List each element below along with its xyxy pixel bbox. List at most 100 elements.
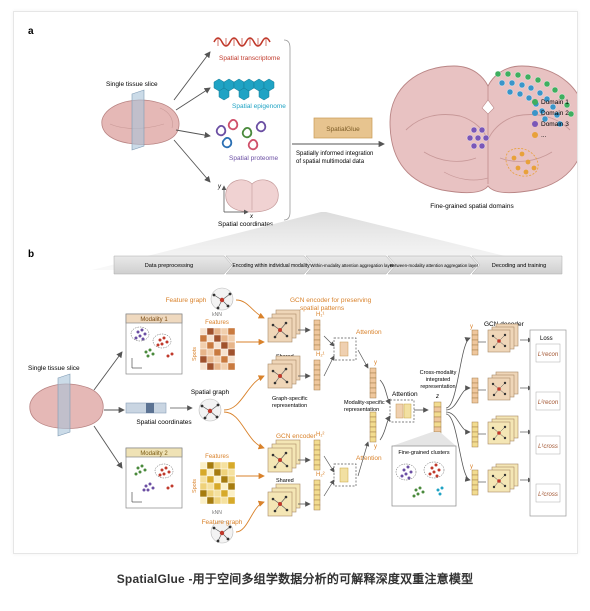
scatter-point	[162, 336, 166, 340]
attention-matrix-2	[339, 467, 349, 483]
scatter-point	[148, 482, 152, 486]
encoder-node	[285, 508, 289, 512]
gcn-encoder-1	[267, 309, 311, 343]
decoder-node	[503, 425, 507, 429]
decoder-vector-cell	[471, 397, 479, 404]
scatter-point	[144, 350, 148, 354]
gcn-encoder-4	[267, 483, 311, 517]
decoder-vector-cell	[471, 349, 479, 356]
feature-graph-top	[210, 287, 234, 311]
feature-graph-bottom	[210, 520, 234, 544]
scatter-point	[136, 466, 140, 470]
scatter-point	[416, 492, 420, 496]
domain-dot	[470, 142, 478, 150]
legend-item-domain-3: Domain 3	[532, 121, 569, 128]
h-vector-cell	[313, 359, 321, 366]
heat-cell	[206, 468, 215, 477]
epigenome-icon	[213, 78, 275, 101]
decoder-vector-cell	[471, 382, 479, 389]
encoder-node	[273, 509, 277, 513]
h-vector-cell	[313, 494, 321, 501]
heat-cell	[199, 475, 208, 484]
domain-legend: Domain 1 Domain 2 Domain 3 ...	[532, 99, 569, 139]
heat-cell	[220, 341, 229, 350]
scatter-point	[402, 468, 406, 472]
domain-dot	[538, 107, 546, 115]
heat-cell	[227, 327, 236, 336]
scatter-point	[146, 488, 150, 492]
scatter-point	[406, 465, 410, 469]
heat-cell	[199, 362, 208, 371]
scatter-point	[436, 488, 440, 492]
legend-label-domain-1: Domain 1	[541, 99, 569, 106]
decoder-node	[492, 437, 496, 441]
decoder-node	[492, 345, 496, 349]
stage-2	[305, 255, 395, 275]
decoder-node	[503, 473, 507, 477]
encoder-node	[284, 451, 288, 455]
encoder-node	[271, 453, 275, 457]
decoder-center	[497, 479, 501, 483]
decoder-node	[491, 474, 495, 478]
heat-cell	[199, 461, 208, 470]
legend-label-domain-2: Domain 2	[541, 110, 569, 117]
domain-dot	[527, 84, 535, 92]
scatter-point	[438, 492, 442, 496]
attention-box-3	[389, 399, 415, 423]
scatter-point	[141, 337, 145, 341]
heat-cell	[227, 362, 236, 371]
loss-box	[535, 391, 561, 411]
scatter-point	[404, 472, 408, 476]
spatial-graph-icon	[198, 398, 222, 422]
figure-caption: SpatialGlue -用于空间多组学数据分析的可解释深度双重注意模型	[116, 572, 474, 586]
heat-cell	[199, 327, 208, 336]
encoder-node	[273, 465, 277, 469]
z-vector	[433, 401, 442, 438]
decoder-vector-cell	[471, 421, 479, 428]
heat-cell	[206, 475, 215, 484]
gcn-encoder-2	[267, 355, 311, 389]
clusters-fan	[392, 432, 456, 446]
heat-cell	[213, 489, 222, 498]
heat-cell	[199, 334, 208, 343]
heat-cell	[227, 475, 236, 484]
domain-dot	[525, 94, 533, 102]
heat-cell	[213, 341, 222, 350]
scatter-point	[160, 468, 164, 472]
heat-cell	[213, 461, 222, 470]
attention-label-3: Attention	[392, 391, 418, 398]
scatter-point	[166, 486, 170, 490]
loss-label: L²cross	[538, 492, 558, 498]
stage-label-0: Data preprocessing	[145, 263, 194, 269]
decoder-node	[503, 381, 507, 385]
h-vector-cell	[313, 439, 321, 446]
encoder-node	[285, 334, 289, 338]
h-vector-cell	[313, 319, 321, 326]
scatter-point	[148, 348, 152, 352]
heat-cell	[206, 348, 215, 357]
scatter-point	[407, 476, 411, 480]
decoder-vector-cell	[471, 479, 479, 486]
domain-dot	[534, 76, 542, 84]
decoder-vector-cell	[471, 334, 479, 341]
knn-label-bottom: kNN	[212, 510, 222, 516]
stage-header: Data preprocessing Encoding within indiv…	[113, 255, 563, 275]
y-vectors	[357, 349, 377, 477]
spatial-graph-label: Spatial graph	[191, 389, 230, 396]
y-vector-cell	[369, 377, 377, 384]
h-label-1: H₁¹	[316, 312, 324, 318]
h-vector-cell	[313, 489, 321, 496]
y-vector-cell	[369, 431, 377, 438]
stage-1	[225, 255, 313, 275]
domain-outline	[505, 148, 539, 177]
modality2-axes	[131, 492, 142, 503]
y-vector-cell	[369, 416, 377, 423]
domain-dot	[482, 134, 490, 142]
modality-bracket	[283, 39, 291, 221]
heat-cell	[199, 468, 208, 477]
y-vector-cell	[369, 421, 377, 428]
shared-label-2: Shared	[276, 478, 294, 484]
h-vector-cell	[313, 464, 321, 471]
encoder-node	[284, 367, 288, 371]
